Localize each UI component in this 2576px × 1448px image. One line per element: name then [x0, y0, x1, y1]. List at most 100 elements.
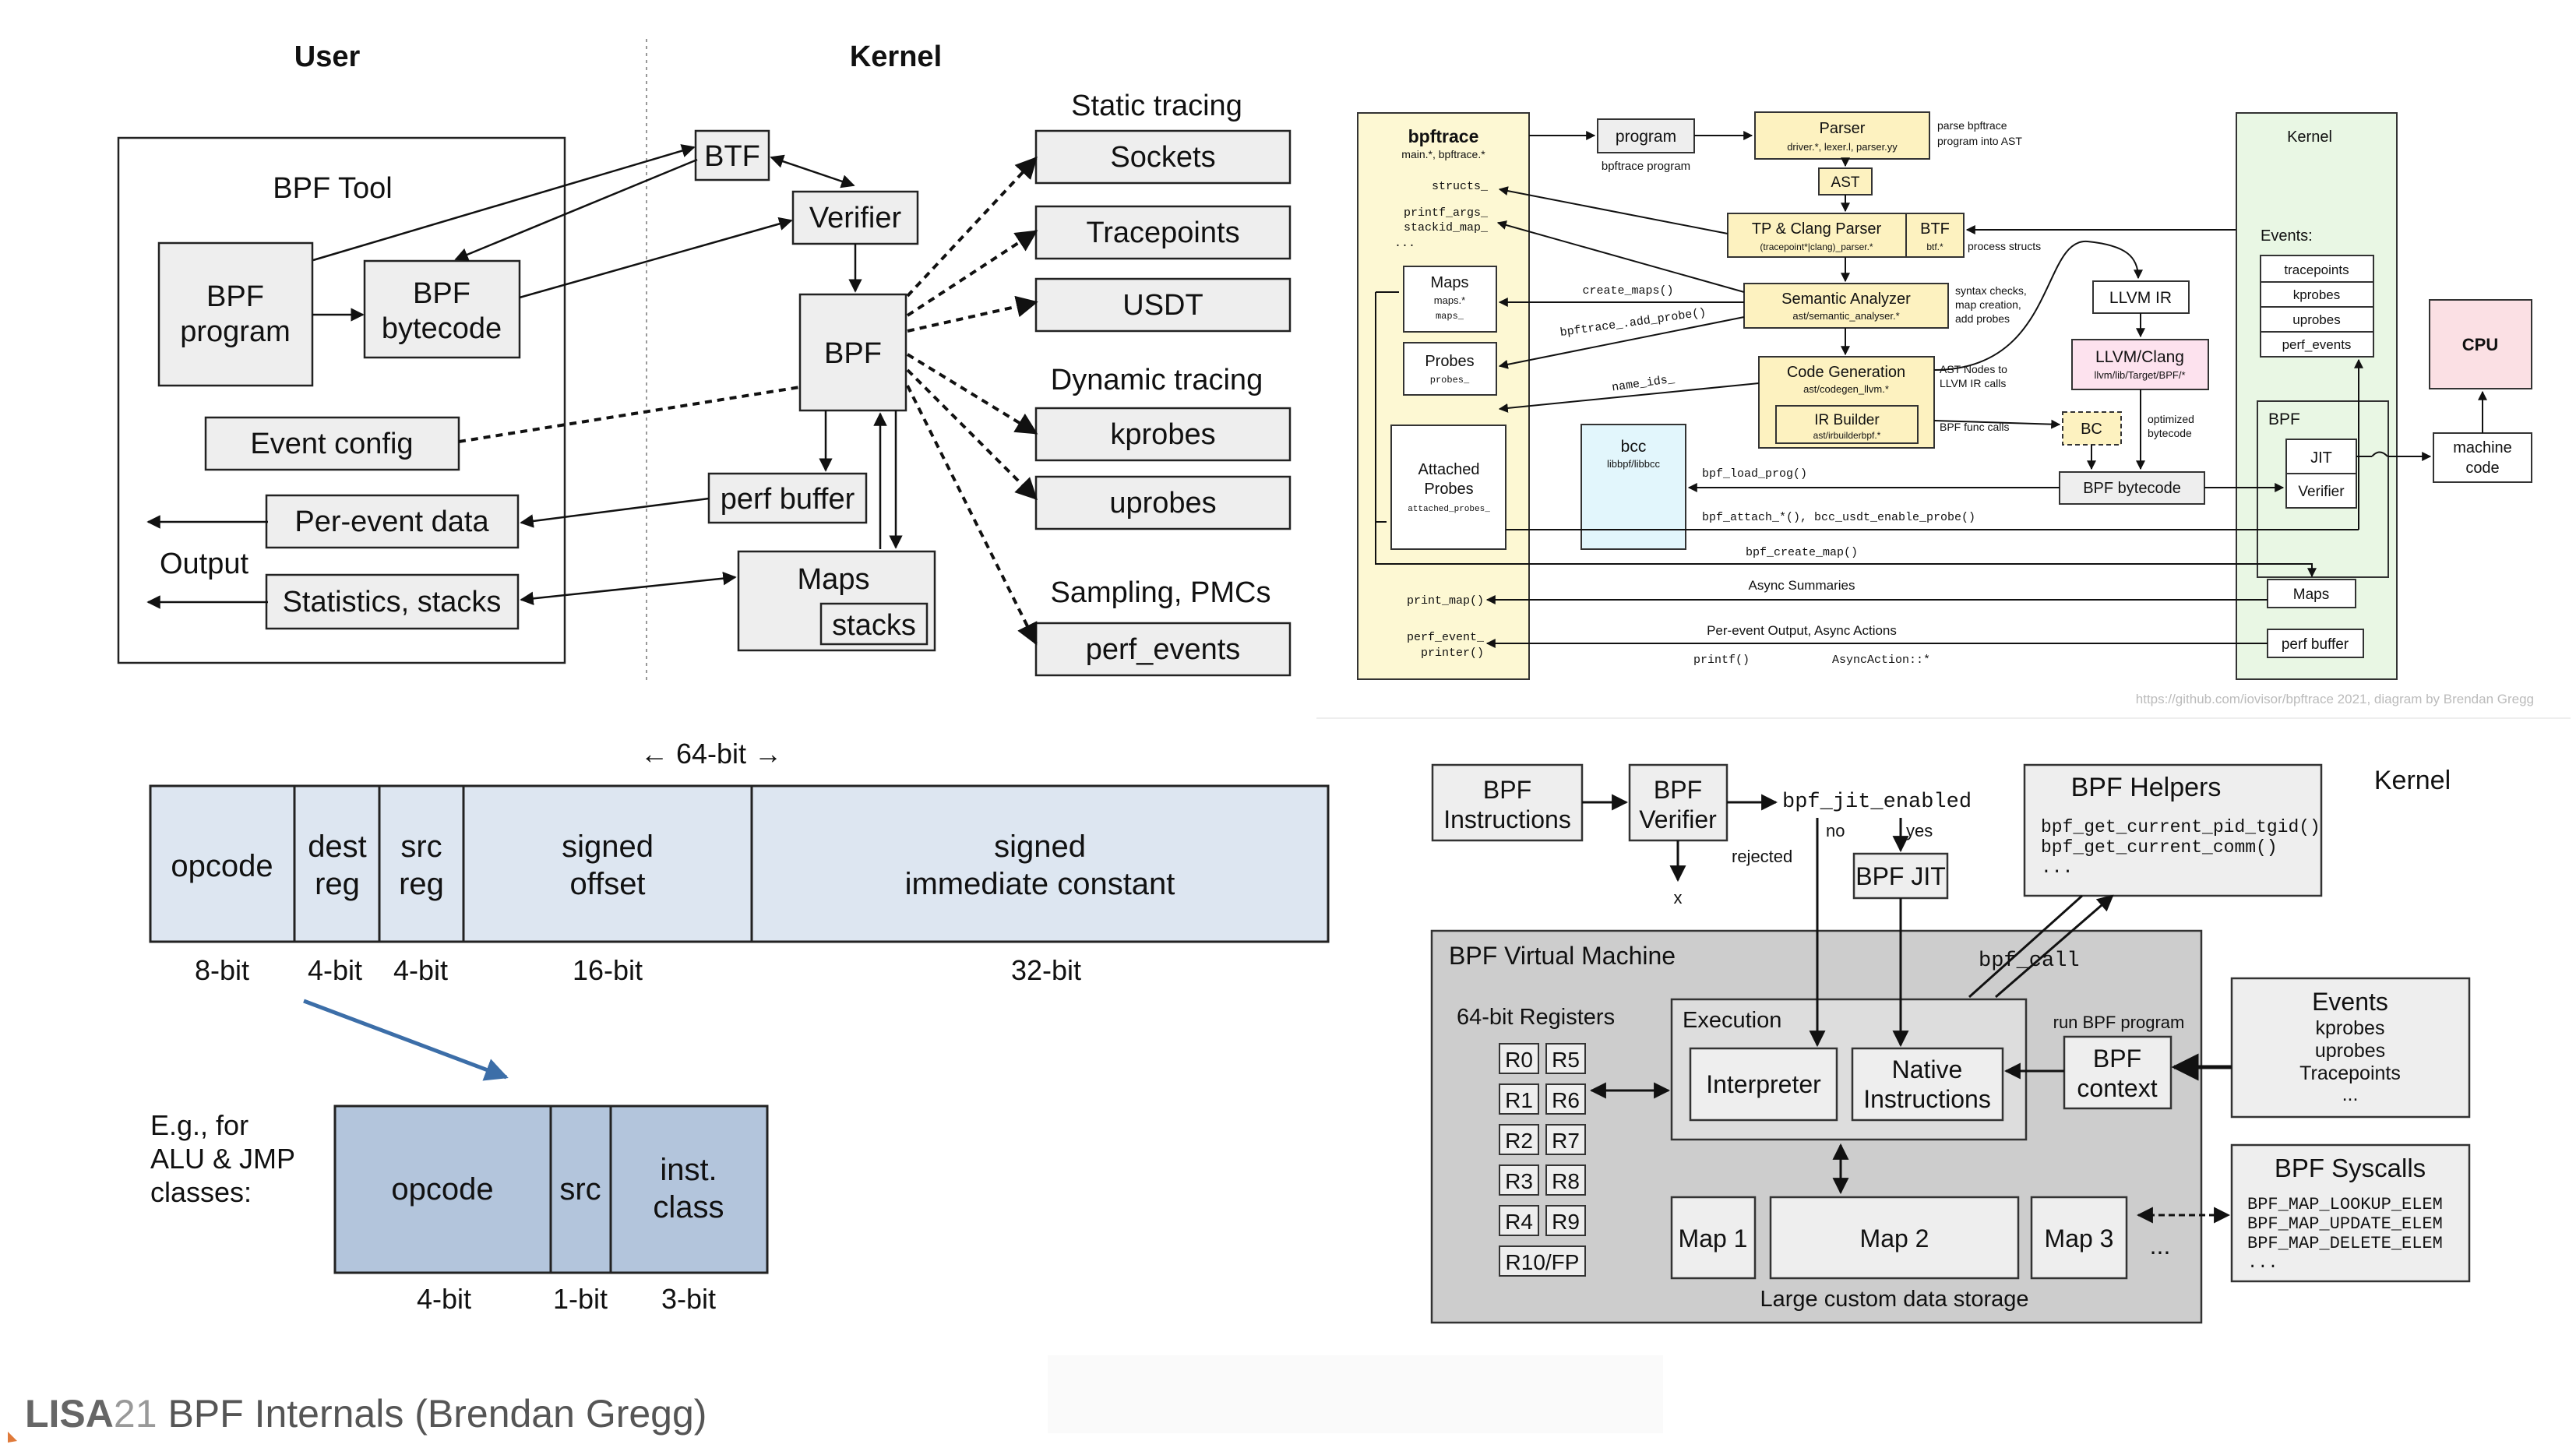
subsize-opcode: 4-bit [417, 1283, 471, 1315]
ir-builder-sub: ast/irbuilderbpf.* [1813, 430, 1881, 441]
jit-label: JIT [2310, 449, 2332, 467]
bpf-bytecode-box [363, 259, 521, 359]
run-bpf-program-label: run BPF program [2053, 1013, 2185, 1032]
semantic-analyzer-sub: ast/semantic_analyser.* [1792, 310, 1899, 322]
bpf-jit-box [1852, 852, 1949, 900]
bcc-box [1580, 424, 1686, 550]
subfield-src-label: src [559, 1172, 601, 1207]
bpf-context-line1: BPF [2093, 1045, 2141, 1073]
dynamic-tracing-heading: Dynamic tracing [1051, 364, 1263, 396]
reg-r8: R8 [1552, 1169, 1580, 1193]
d2-connectors [1375, 131, 2487, 648]
printf-args-var: printf_args_ [1404, 206, 1489, 220]
semantic-note-line2: map creation, [1955, 298, 2021, 311]
maps-component-sub1: maps.* [1434, 294, 1465, 306]
reg-r0: R0 [1505, 1048, 1533, 1072]
kernel-perf-buffer-box [2267, 629, 2364, 658]
static-tracing-heading: Static tracing [1071, 90, 1242, 122]
bpf-vm-title: BPF Virtual Machine [1449, 942, 1676, 970]
corner-mark [8, 1432, 17, 1443]
reg-r1-box [1499, 1083, 1539, 1115]
maps-more: ... [2150, 1231, 2171, 1260]
print-map-fn: print_map() [1407, 594, 1484, 608]
name-ids-var: name_ids_ [1611, 372, 1676, 394]
async-summaries-label: Async Summaries [1749, 578, 1855, 593]
field-signed-offset [462, 784, 753, 943]
size-src-reg: 4-bit [393, 954, 448, 986]
bpf-syscalls-box [2230, 1143, 2471, 1283]
field-imm-line2: immediate constant [905, 867, 1175, 901]
ast-label: AST [1831, 174, 1860, 191]
bpf-tracing-overview-diagram: User Kernel BPF Tool BPF program BPF byt… [117, 39, 1292, 682]
btf-label: BTF [704, 140, 760, 173]
reg-r8-box [1545, 1164, 1586, 1196]
event-perf-events-box [2260, 331, 2374, 358]
maps-component-sub2: maps_ [1436, 311, 1464, 322]
events-uprobes: uprobes [2315, 1040, 2385, 1062]
map2-label: Map 2 [1860, 1224, 1929, 1252]
ir-builder-box [1775, 405, 1919, 444]
kernel-heading: Kernel [850, 41, 942, 73]
kprobes-label: kprobes [1110, 418, 1215, 451]
sockets-label: Sockets [1110, 141, 1215, 174]
events-kprobes: kprobes [2316, 1017, 2385, 1039]
map3-label: Map 3 [2045, 1224, 2114, 1252]
event-config-box [204, 416, 460, 471]
helper-1: bpf_get_current_pid_tgid() [2041, 817, 2321, 837]
bpftrace-program-caption: bpftrace program [1602, 160, 1690, 173]
kernel-bpf-box [798, 293, 907, 412]
field-signed-immediate [750, 784, 1330, 943]
helper-2: bpf_get_current_comm() [2041, 837, 2278, 858]
map2-box [1769, 1196, 2020, 1280]
reg-r9: R9 [1552, 1210, 1580, 1234]
llvm-clang-label: LLVM/Clang [2095, 348, 2184, 366]
machine-code-line1: machine [2453, 439, 2512, 456]
tracepoints-box [1034, 205, 1292, 260]
attach-call: bpf_attach_*(), bcc_usdt_enable_probe() [1702, 511, 1975, 524]
jit-no-label: no [1826, 821, 1845, 840]
perf-events-label: perf_events [1086, 633, 1241, 666]
sampling-heading: Sampling, PMCs [1051, 576, 1271, 609]
bcc-sub: libbpf/libbcc [1607, 458, 1660, 470]
event-uprobes-label: uprobes [2292, 312, 2340, 327]
perf-event-printer-line2: printer() [1421, 646, 1484, 660]
printf-call: printf() [1693, 654, 1750, 667]
reg-r2-box [1499, 1124, 1539, 1155]
cpu-label: CPU [2462, 335, 2498, 354]
d4-connectors [1582, 794, 2232, 1224]
verifier-label: Verifier [809, 202, 902, 234]
per-event-data-box [265, 494, 520, 549]
uprobes-label: uprobes [1109, 487, 1216, 520]
kernel-maps-label: Maps [2293, 587, 2329, 603]
eg-line2: ALU & JMP [150, 1143, 295, 1175]
size-dest-reg: 4-bit [308, 954, 362, 986]
bpf-instruction-format-diagram: ← 64-bit → opcode dest reg src reg signe… [149, 738, 1330, 1315]
rejected-label: rejected [1732, 847, 1792, 866]
slide-footer: LISA21 BPF Internals (Brendan Gregg) [25, 1391, 707, 1436]
event-kprobes-box [2260, 281, 2374, 308]
bc-label: BC [2081, 421, 2102, 438]
map1-label: Map 1 [1679, 1224, 1748, 1252]
perf-buffer-box [707, 472, 868, 524]
ast-nodes-note-line2: LLVM IR calls [1940, 377, 2006, 389]
bpftrace-column [1357, 112, 1530, 680]
semantic-note-line3: add probes [1955, 312, 2010, 325]
stacks-label: stacks [832, 609, 916, 642]
load-prog-call: bpf_load_prog() [1702, 467, 1807, 481]
bpf-syscalls-title: BPF Syscalls [2275, 1154, 2426, 1182]
reg-r10-box [1499, 1245, 1586, 1277]
reg-r4-box [1499, 1205, 1539, 1236]
native-instructions-box [1851, 1047, 2004, 1122]
event-kprobes-label: kprobes [2293, 287, 2340, 302]
eg-line1: E.g., for [150, 1109, 248, 1141]
field-dest-reg-line1: dest [308, 830, 367, 864]
parse-note-line1: parse bpftrace [1937, 119, 2007, 132]
llvm-ir-label: LLVM IR [2109, 289, 2172, 307]
syscall-more: ... [2247, 1253, 2278, 1273]
ir-builder-label: IR Builder [1814, 412, 1880, 428]
reg-r6: R6 [1552, 1088, 1580, 1112]
optimized-note-line2: bytecode [2148, 427, 2192, 439]
kernel-bpf-area-label: BPF [2268, 410, 2300, 428]
diagram-credit: https://github.com/iovisor/bpftrace 2021… [2136, 692, 2534, 706]
